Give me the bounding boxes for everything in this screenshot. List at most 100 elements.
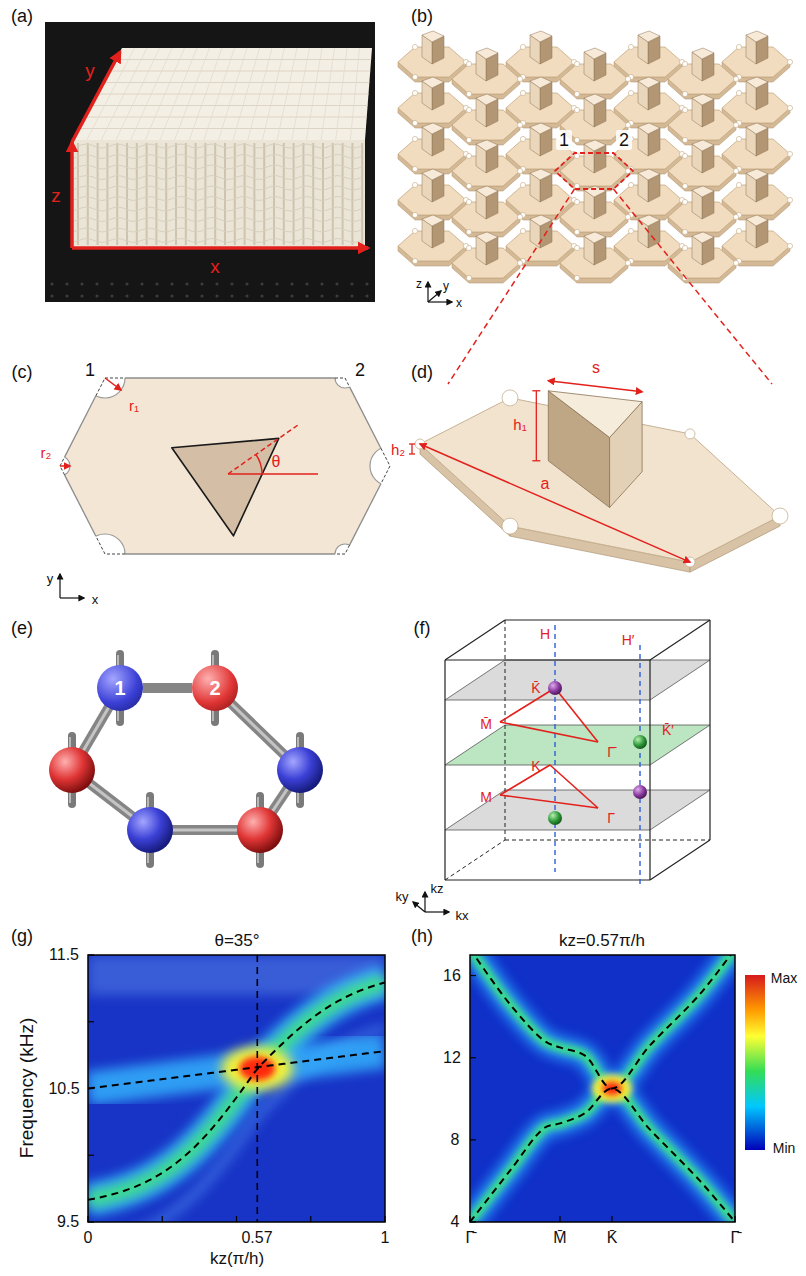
- symmetry-path: [500, 722, 598, 742]
- axis-arrow: [72, 246, 368, 250]
- dimension-bracket: [532, 460, 540, 461]
- dimension-arrow: [420, 444, 690, 562]
- cut-edge: [335, 554, 345, 555]
- colorbar: [745, 975, 765, 1150]
- plate-notch: [517, 122, 522, 127]
- prism-top: [422, 215, 444, 226]
- k-point-label: K̄′: [662, 723, 674, 737]
- prism-top: [692, 186, 714, 197]
- table-hole: [245, 294, 248, 297]
- lattice-site: [277, 747, 323, 793]
- theory-curve: [88, 982, 385, 1199]
- plate-notch: [466, 183, 471, 188]
- prism-top: [422, 77, 444, 88]
- tick-label: 4: [451, 1214, 460, 1230]
- table-hole: [200, 282, 203, 285]
- dimension-bracket: [409, 443, 415, 444]
- plate-notch: [517, 260, 522, 265]
- intensity-band: [88, 982, 385, 1199]
- plate-notch: [736, 136, 741, 141]
- angle-arc: [256, 455, 262, 475]
- plate-notch: [787, 151, 792, 156]
- plate-notch: [412, 44, 417, 49]
- symmetry-path: [500, 795, 598, 808]
- zone-edge: [650, 840, 710, 880]
- site-number: 2: [209, 678, 220, 698]
- heatmap: [470, 955, 735, 1222]
- plate-notch: [412, 120, 417, 125]
- plate-notch: [685, 429, 695, 439]
- k-plane: [445, 790, 710, 830]
- tick-label: Γ̄: [731, 1230, 740, 1246]
- plate-notch: [574, 153, 579, 158]
- table-hole: [95, 282, 98, 285]
- sample-top-row: [321, 48, 334, 140]
- plate-edge: [350, 387, 381, 448]
- prism-top: [638, 31, 660, 42]
- plate-notch: [628, 228, 633, 233]
- site-number: 2: [616, 130, 632, 150]
- prism-top: [692, 232, 714, 243]
- plate-notch: [574, 199, 579, 204]
- axis-title: kz(π/h): [210, 1250, 264, 1267]
- corner-hole: [335, 368, 355, 388]
- tick: [470, 1139, 476, 1140]
- sample-top-row: [175, 48, 210, 140]
- axis-arrow: [60, 597, 84, 598]
- table-hole: [125, 294, 128, 297]
- zoom-line: [448, 189, 575, 384]
- prism-top: [476, 232, 498, 243]
- plate-notch: [682, 229, 687, 234]
- cut-edge: [381, 448, 390, 466]
- sample-ridge: [332, 143, 334, 245]
- prism-top: [476, 48, 498, 59]
- intensity-band: [470, 955, 735, 1089]
- dimension-label: s: [592, 360, 600, 376]
- axis-letter: z: [51, 186, 61, 205]
- panel-letter: (a): [11, 7, 33, 25]
- plot-frame: [88, 955, 385, 1222]
- table-hole: [185, 282, 188, 285]
- table-hole: [335, 294, 338, 297]
- prism-top: [746, 215, 768, 226]
- plate-notch: [412, 166, 417, 171]
- table-hole: [140, 282, 143, 285]
- table-hole: [275, 294, 278, 297]
- sample-top-row: [292, 48, 310, 140]
- axis-arrow: [72, 52, 120, 142]
- tick-label: M̄: [553, 1230, 566, 1246]
- axis-arrow: [425, 911, 449, 912]
- plate-notch: [682, 245, 687, 250]
- plate-edge: [125, 377, 335, 378]
- zone-edge: [650, 620, 710, 660]
- dimension-bracket: [411, 444, 412, 454]
- sample-front-face: [72, 140, 365, 248]
- symmetry-path: [500, 765, 550, 795]
- tick-label: 0.57: [241, 1230, 272, 1246]
- cut-edge: [105, 554, 125, 555]
- plate-notch: [466, 137, 471, 142]
- prism-top: [476, 94, 498, 105]
- dimension-bracket: [532, 390, 540, 391]
- sample-top-row: [262, 48, 284, 140]
- table-hole: [260, 282, 263, 285]
- table-hole: [125, 282, 128, 285]
- prism-top: [638, 169, 660, 180]
- k-point-label: M: [480, 790, 492, 804]
- cut-edge: [96, 378, 105, 396]
- site-number: 1: [556, 130, 572, 150]
- photo-background: [45, 22, 375, 302]
- zone-edge-hidden: [505, 840, 710, 841]
- site-number: 2: [355, 361, 365, 379]
- plate-notch: [517, 76, 522, 81]
- tick: [88, 1221, 94, 1222]
- table-hole: [110, 294, 113, 297]
- zoom-line: [614, 189, 773, 384]
- cut-edge: [60, 466, 65, 475]
- sample-ridge: [175, 143, 177, 245]
- plate-notch: [787, 197, 792, 202]
- plate-notch: [466, 153, 471, 158]
- table-hole: [365, 282, 368, 285]
- tick-label: Γ̄: [466, 1230, 475, 1246]
